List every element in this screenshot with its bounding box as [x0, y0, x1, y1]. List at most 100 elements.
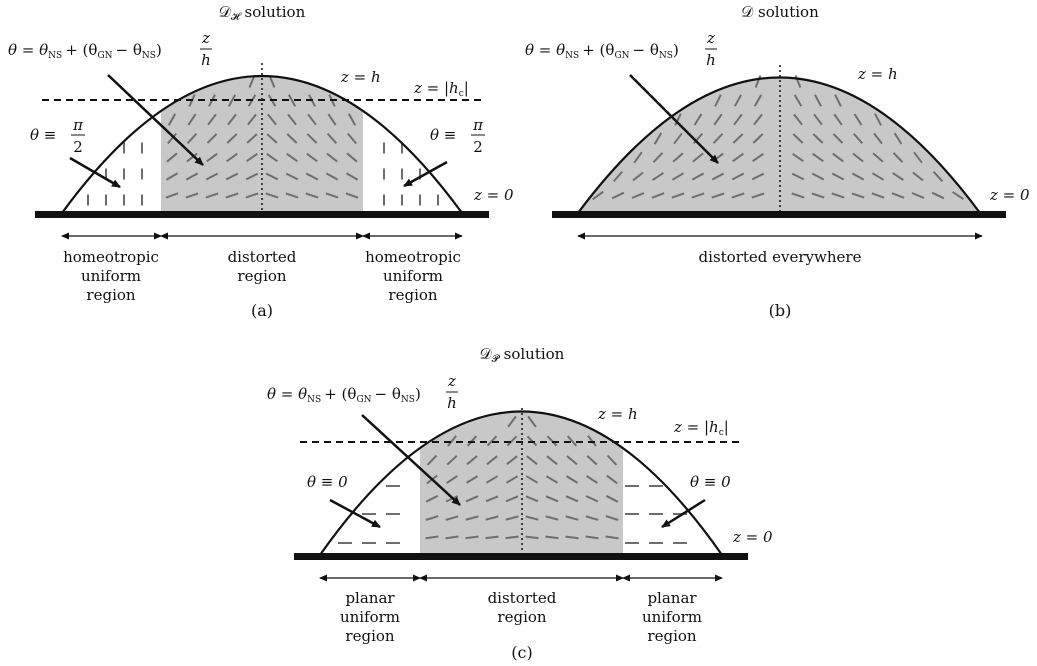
director-mark	[247, 113, 257, 126]
panel-a-z-h: z = h	[340, 68, 381, 86]
panel-a-droplet-surface	[61, 75, 463, 214]
panel-a-theta-left: θ ≡ π 2	[30, 116, 85, 156]
director-mark	[605, 494, 619, 503]
director-mark	[814, 94, 822, 107]
panel-a-theta-right: θ ≡ π 2	[430, 116, 485, 156]
director-mark	[287, 113, 297, 126]
director-mark	[831, 172, 845, 181]
director-mark	[545, 475, 559, 484]
director-mark	[205, 192, 219, 199]
director-mark	[871, 192, 885, 199]
panel-b-formula: θ = θNS+ (θGN− θNS) z h	[525, 29, 717, 69]
director-mark	[466, 435, 478, 447]
director-mark	[674, 113, 682, 126]
director-mark	[612, 170, 624, 183]
panel-c-theta-left: θ ≡ 0	[307, 473, 348, 491]
panel-c: 𝒟𝓟 solution θ = θNS+ (θGN− θNS) z h z = …	[267, 345, 773, 662]
director-mark	[732, 152, 744, 163]
director-mark	[346, 152, 358, 163]
panel-b-caption: (b)	[769, 301, 792, 320]
panel-a-caption: (a)	[251, 301, 273, 320]
svg-text:π: π	[472, 116, 484, 134]
director-mark	[305, 192, 319, 199]
panel-c-theta-right-arrow	[661, 498, 706, 529]
director-mark	[226, 152, 238, 163]
director-mark	[327, 113, 337, 126]
svg-text:2: 2	[73, 138, 83, 156]
panel-a-region-right-3: region	[388, 286, 437, 304]
director-mark	[166, 152, 178, 163]
director-mark	[505, 495, 519, 503]
director-mark	[652, 172, 664, 181]
panel-a-directors	[87, 75, 439, 206]
director-mark	[525, 495, 539, 503]
director-mark	[225, 192, 239, 199]
svg-text:z: z	[706, 29, 715, 47]
panel-a-theta-left-arrow	[69, 156, 121, 189]
director-mark	[466, 455, 478, 466]
director-mark	[347, 113, 357, 126]
panel-a-substrate	[35, 211, 489, 218]
director-mark	[732, 133, 744, 144]
director-mark	[791, 192, 805, 199]
director-mark	[506, 455, 518, 465]
director-mark	[713, 113, 723, 126]
director-mark	[691, 192, 705, 199]
director-mark	[851, 172, 865, 181]
panel-a-region-mid-1: distorted	[228, 248, 297, 266]
director-mark	[227, 113, 237, 126]
panel-c-region-right-3: region	[647, 627, 696, 645]
panel-a-z-hc: z = |hc|	[413, 79, 469, 99]
director-mark	[931, 191, 945, 200]
director-mark	[285, 192, 299, 199]
director-mark	[673, 132, 683, 145]
director-mark	[485, 515, 499, 521]
director-mark	[831, 192, 845, 199]
director-mark	[853, 113, 863, 126]
director-mark	[731, 172, 745, 181]
panel-c-droplet-surface	[319, 410, 723, 556]
panel-a-distorted-shade	[62, 76, 462, 213]
director-mark	[813, 113, 823, 126]
director-mark	[486, 435, 498, 447]
panel-c-region-left-3: region	[345, 627, 394, 645]
director-mark	[834, 94, 842, 107]
director-mark	[753, 113, 763, 126]
director-mark	[546, 435, 558, 447]
panel-c-region-mid-2: region	[497, 608, 546, 626]
director-mark	[265, 172, 279, 181]
director-mark	[285, 172, 299, 181]
director-mark	[446, 475, 458, 484]
director-mark	[631, 192, 645, 199]
director-mark	[268, 75, 276, 88]
director-mark	[605, 515, 619, 521]
director-mark	[913, 151, 923, 164]
director-mark	[165, 192, 179, 199]
panel-a-formula: θ = θNS+ (θGN− θNS) z h	[8, 29, 212, 69]
director-mark	[206, 133, 218, 144]
director-mark	[611, 191, 625, 200]
panel-a-region-right-1: homeotropic	[365, 248, 461, 266]
panel-c-title: 𝒟𝓟 solution	[480, 345, 565, 365]
director-mark	[525, 515, 539, 521]
director-mark	[792, 133, 804, 144]
director-mark	[832, 152, 844, 163]
director-mark	[711, 192, 725, 199]
director-mark	[586, 455, 598, 466]
svg-text:z: z	[447, 372, 456, 390]
director-mark	[693, 113, 703, 126]
director-mark	[305, 172, 319, 181]
director-mark	[465, 535, 479, 540]
director-mark	[565, 475, 579, 484]
panel-a-title: 𝒟𝓗 solution	[219, 3, 306, 23]
director-mark	[714, 94, 722, 107]
svg-text:h: h	[201, 51, 211, 69]
panel-a-formula-arrow	[107, 74, 204, 166]
director-mark	[325, 192, 339, 199]
director-mark	[266, 133, 278, 144]
shade-cap	[62, 76, 462, 100]
director-mark	[833, 113, 843, 126]
director-mark	[248, 75, 256, 88]
director-mark	[326, 133, 338, 144]
director-mark	[286, 152, 298, 163]
